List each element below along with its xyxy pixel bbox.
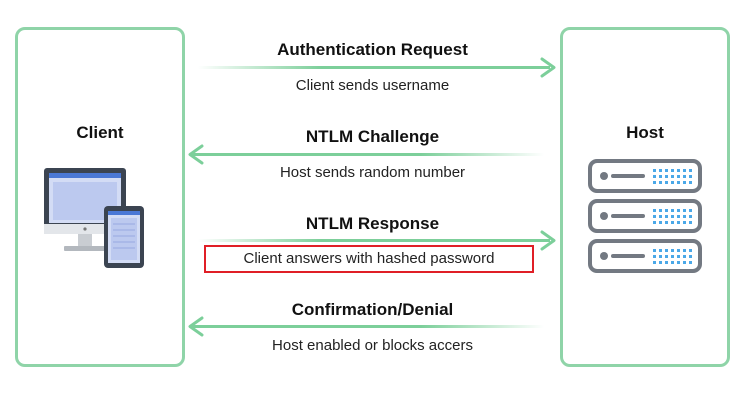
arrow-authentication-request (198, 57, 556, 78)
host-box: Host (560, 27, 730, 367)
flow-desc-ntlm-challenge: Host sends random number (279, 164, 466, 181)
flow-title-ntlm-challenge: NTLM Challenge (305, 127, 440, 146)
host-title: Host (626, 123, 664, 142)
client-box: Client (15, 27, 185, 367)
flow-desc-authentication-request: Client sends username (295, 77, 450, 94)
flow-title-confirmation-denial: Confirmation/Denial (291, 300, 454, 319)
desktop-and-phone-icon (44, 168, 144, 268)
client-title: Client (76, 123, 124, 142)
arrow-ntlm-response (198, 230, 556, 251)
flow-desc-confirmation-denial: Host enabled or blocks accers (272, 337, 473, 354)
server-rack-icon (588, 159, 702, 273)
flow-title-ntlm-response: NTLM Response (305, 214, 440, 233)
flow-title-authentication-request: Authentication Request (277, 40, 468, 59)
flow-desc-ntlm-response-highlighted: Client answers with hashed password (204, 245, 534, 273)
arrow-ntlm-challenge (188, 144, 544, 165)
arrow-confirmation-denial (188, 316, 544, 337)
